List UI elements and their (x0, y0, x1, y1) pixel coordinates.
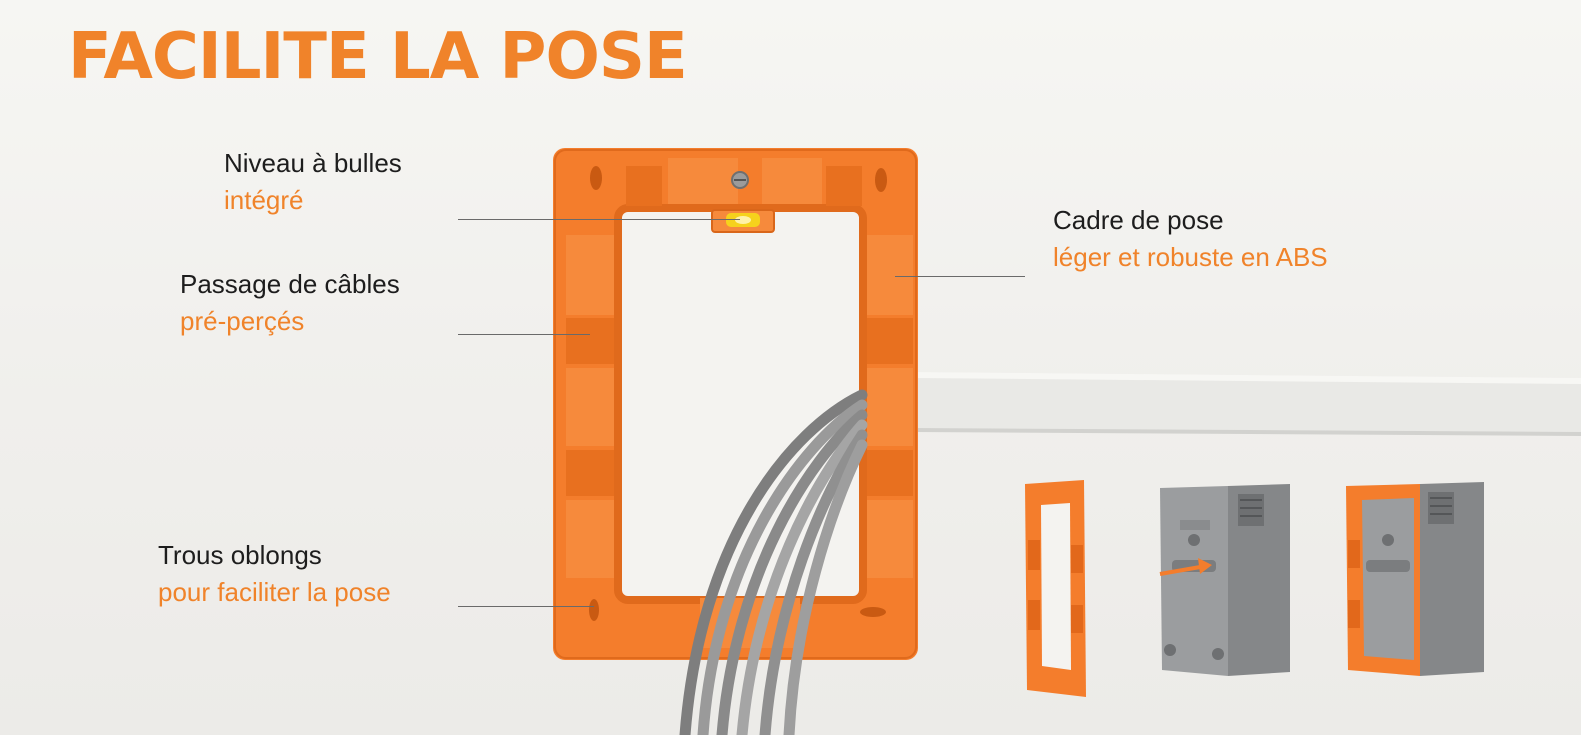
page-title: FACILITE LA POSE (68, 20, 688, 94)
assembled-box-thumbnail (1346, 482, 1484, 676)
callout-bubble-level: Niveau à bulles intégré (224, 145, 402, 219)
callout-mounting-frame-subtitle: léger et robuste en ABS (1053, 242, 1328, 272)
callout-mounting-frame-title: Cadre de pose (1053, 205, 1224, 235)
callout-bubble-level-title: Niveau à bulles (224, 148, 402, 178)
callout-oblong-holes-subtitle: pour faciliter la pose (158, 577, 391, 607)
grey-box-thumbnail (1159, 484, 1290, 676)
callout-cable-passage-title: Passage de câbles (180, 269, 400, 299)
callout-oblong-holes-title: Trous oblongs (158, 540, 322, 570)
cables (679, 389, 868, 735)
mini-frame-thumbnail (1025, 480, 1086, 697)
callout-cable-passage: Passage de câbles pré-perçés (180, 266, 400, 340)
callout-oblong-holes: Trous oblongs pour faciliter la pose (158, 537, 391, 611)
leader-line-oblong-holes (458, 606, 594, 607)
leader-line-bubble-level (458, 219, 740, 220)
callout-mounting-frame: Cadre de pose léger et robuste en ABS (1053, 202, 1328, 276)
cable-trunking (915, 372, 1581, 436)
callout-bubble-level-subtitle: intégré (224, 185, 304, 215)
callout-cable-passage-subtitle: pré-perçés (180, 306, 305, 336)
leader-line-cable-passage (458, 334, 590, 335)
leader-line-mounting-frame (895, 276, 1025, 277)
bubble-level (711, 209, 775, 233)
